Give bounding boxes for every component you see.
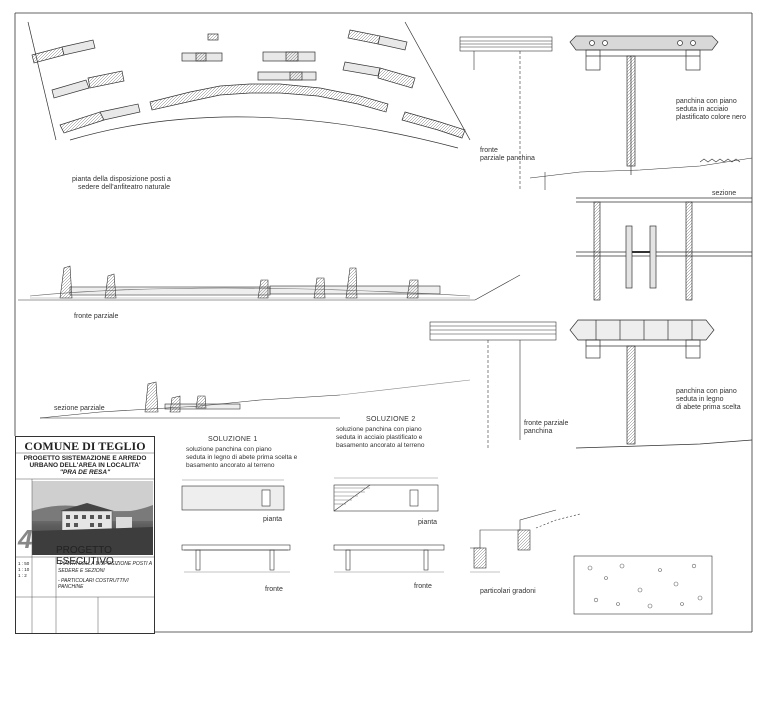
ground-line — [529, 157, 753, 179]
sheet-number: 4 — [18, 524, 33, 554]
sezione-label: sezione — [712, 190, 737, 197]
soluzione-1-desc-1: soluzione panchina con piano — [186, 446, 272, 453]
fronte-panchina-mid-label-1: fronte parziale — [524, 420, 569, 427]
amphitheatre-plan — [27, 21, 471, 149]
soluzione-1-title: SOLUZIONE 1 — [208, 436, 258, 443]
bench-section-wood — [569, 319, 753, 449]
partial-elevation — [18, 265, 521, 301]
fronte-2-label: fronte — [414, 583, 432, 590]
steps-detail — [470, 509, 581, 573]
bench-front-detail-top — [459, 36, 553, 190]
title-phase: PROGETTO ESECUTIVO — [56, 545, 114, 567]
panchina-acciaio-label-2: seduta in acciaio — [676, 106, 729, 113]
panchina-acciaio-label-3: plastificato colore nero — [676, 114, 747, 121]
sezione-parziale-label: sezione parziale — [54, 405, 105, 412]
soluzione-2-desc-3: basamento ancorato al terreno — [336, 442, 425, 449]
soluzione-2-drawings — [333, 477, 445, 573]
plan-caption-line-1: pianta della disposizione posti a — [72, 176, 171, 183]
title-block-grid — [16, 452, 154, 633]
plan-caption-line-2: sedere dell'anfiteatro naturale — [78, 184, 171, 191]
title-project-line-1: PROGETTO SISTEMAZIONE E ARREDO — [23, 455, 147, 462]
bench-section-h-frame — [576, 197, 752, 301]
fronte-parziale-label: fronte parziale — [74, 313, 119, 320]
scale-2: 1 : 10 — [18, 567, 30, 572]
scale-3: 1 : 2 — [18, 573, 27, 578]
panchina-legno-label-3: di abete prima scelta — [676, 404, 741, 411]
fronte-1-label: fronte — [265, 586, 283, 593]
scale-1: 1 : 50 — [18, 561, 30, 566]
bench-row-3 — [59, 83, 466, 139]
soluzione-2-desc-1: soluzione panchina con piano — [336, 426, 422, 433]
partial-section — [39, 379, 471, 419]
site-photo-graphic — [32, 481, 153, 555]
title-comune: COMUNE DI TEGLIO — [24, 439, 146, 453]
soluzione-1-drawings — [181, 479, 291, 573]
panchina-legno-label-2: seduta in legno — [676, 396, 724, 403]
bench-row-1 — [31, 29, 408, 64]
pianta-1-label: pianta — [263, 516, 283, 523]
pianta-2-label: pianta — [418, 519, 438, 526]
panchina-acciaio-label-1: panchina con piano — [676, 98, 737, 105]
soluzione-2-title: SOLUZIONE 2 — [366, 416, 416, 423]
panchina-legno-label-1: panchina con piano — [676, 388, 737, 395]
bench-row-2 — [51, 61, 416, 99]
fronte-panchina-mid-label-2: panchina — [524, 428, 553, 435]
soluzione-1-desc-3: basamento ancorato al terreno — [186, 462, 275, 469]
gravel-foundation — [573, 555, 713, 615]
sheet-frame — [14, 12, 753, 633]
title-place: "PRA DE RESA" — [59, 469, 111, 476]
bench-front-detail-mid — [429, 321, 557, 450]
site-photo — [32, 481, 153, 555]
title-item-2: SEDERE E SEZIONI — [58, 568, 105, 574]
fronte-panchina-top-label-2: parziale panchina — [480, 155, 535, 162]
soluzione-1-desc-2: seduta in legno di abete prima scelta e — [186, 454, 298, 461]
particolari-gradoni-label: particolari gradoni — [480, 588, 536, 595]
title-project-line-2: URBANO DELL'AREA IN LOCALITA' — [29, 462, 141, 469]
fronte-panchina-top-label-1: fronte — [480, 147, 498, 154]
title-block: COMUNE DI TEGLIO PROGETTO SISTEMAZIONE E… — [15, 436, 155, 634]
soluzione-2-desc-2: seduta in acciaio plastificato e — [336, 434, 423, 441]
title-item-3: - PARTICOLARI COSTRUTTIVI PANCHINE — [58, 578, 129, 590]
title-item-1: -PIANTA DELLA DISPOSIZIONE POSTI A — [58, 561, 153, 567]
bench-section-steel — [569, 35, 719, 175]
